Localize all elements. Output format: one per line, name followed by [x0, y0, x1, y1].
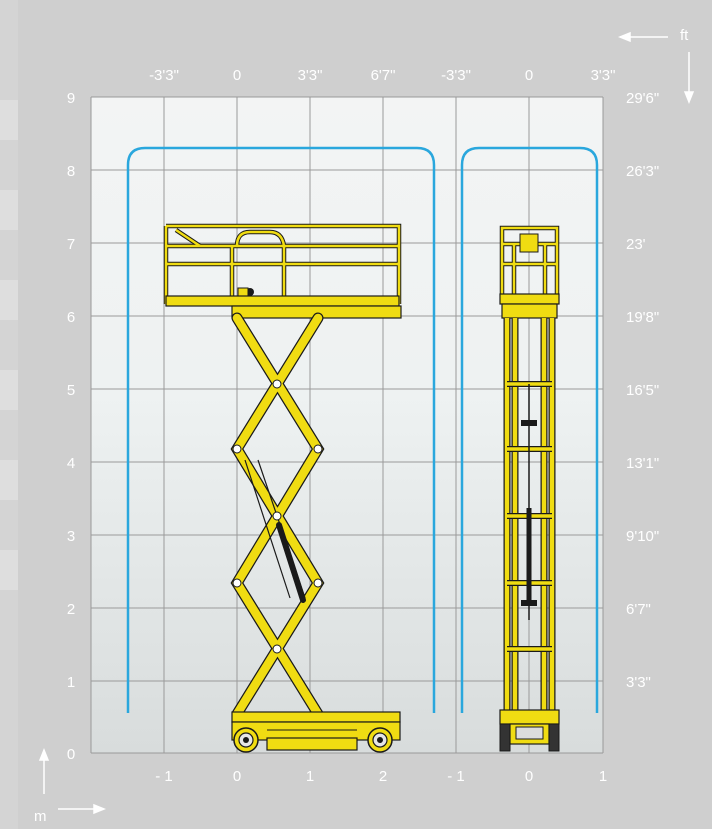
- imperial-unit-label: ft: [680, 27, 689, 44]
- top-axis-label-side: -3'3": [149, 67, 179, 84]
- top-axis-label-front: 0: [525, 67, 533, 84]
- top-axis-label-side: 6'7": [371, 67, 396, 84]
- bottom-axis-label-front: 0: [525, 768, 533, 785]
- right-axis-label: 19'8": [626, 309, 659, 326]
- left-axis-labels: 9 8 7 6 5 4 3 2 1 0: [67, 90, 75, 763]
- wheel-front-icon: [233, 727, 259, 753]
- bottom-axis-label-side: - 1: [155, 768, 173, 785]
- scissor-lift-side-view: [163, 223, 402, 753]
- top-axis-label-side: 0: [233, 67, 241, 84]
- arrow-left-icon: [617, 31, 668, 43]
- right-axis-label: 6'7": [626, 601, 651, 618]
- working-envelope-side: [126, 146, 436, 713]
- top-axis-label-side: 3'3": [298, 67, 323, 84]
- bottom-axis-label-side: 0: [233, 768, 241, 785]
- left-axis-label: 5: [67, 382, 75, 399]
- left-axis-label: 4: [67, 455, 75, 472]
- working-envelope-front: [460, 146, 599, 713]
- right-axis-label: 13'1": [626, 455, 659, 472]
- left-axis-label: 2: [67, 601, 75, 618]
- wheel-rear-icon: [367, 727, 393, 753]
- left-axis-label: 1: [67, 674, 75, 691]
- imperial-unit-indicator: ft: [617, 27, 695, 105]
- bottom-axis-labels: - 1 0 1 2 - 1 0 1: [155, 768, 607, 785]
- bottom-axis-label-side: 2: [379, 768, 387, 785]
- arrow-up-icon: [38, 747, 50, 794]
- right-axis-labels: 29'6" 26'3" 23' 19'8" 16'5" 13'1" 9'10" …: [626, 90, 659, 691]
- left-axis-label: 7: [67, 236, 75, 253]
- top-axis-label-front: -3'3": [441, 67, 471, 84]
- bottom-axis-label-side: 1: [306, 768, 314, 785]
- right-axis-label: 16'5": [626, 382, 659, 399]
- right-axis-label: 23': [626, 236, 646, 253]
- left-axis-label: 8: [67, 163, 75, 180]
- top-axis-labels: -3'3" 0 3'3" 6'7" -3'3" 0 3'3": [149, 67, 615, 84]
- left-axis-label: 9: [67, 90, 75, 107]
- right-axis-label: 3'3": [626, 674, 651, 691]
- left-axis-label: 0: [67, 746, 75, 763]
- arrow-right-icon: [58, 803, 107, 815]
- bottom-axis-label-front: 1: [599, 768, 607, 785]
- right-axis-label: 26'3": [626, 163, 659, 180]
- bottom-axis-label-front: - 1: [447, 768, 465, 785]
- metric-unit-label: m: [34, 808, 47, 825]
- top-axis-label-front: 3'3": [591, 67, 616, 84]
- right-axis-label: 29'6": [626, 90, 659, 107]
- left-edge-bands: [0, 0, 18, 829]
- metric-unit-indicator: m: [34, 747, 107, 825]
- left-axis-label: 6: [67, 309, 75, 326]
- arrow-down-icon: [683, 52, 695, 105]
- left-axis-label: 3: [67, 528, 75, 545]
- right-axis-label: 9'10": [626, 528, 659, 545]
- scissor-lift-front-view: [499, 225, 560, 752]
